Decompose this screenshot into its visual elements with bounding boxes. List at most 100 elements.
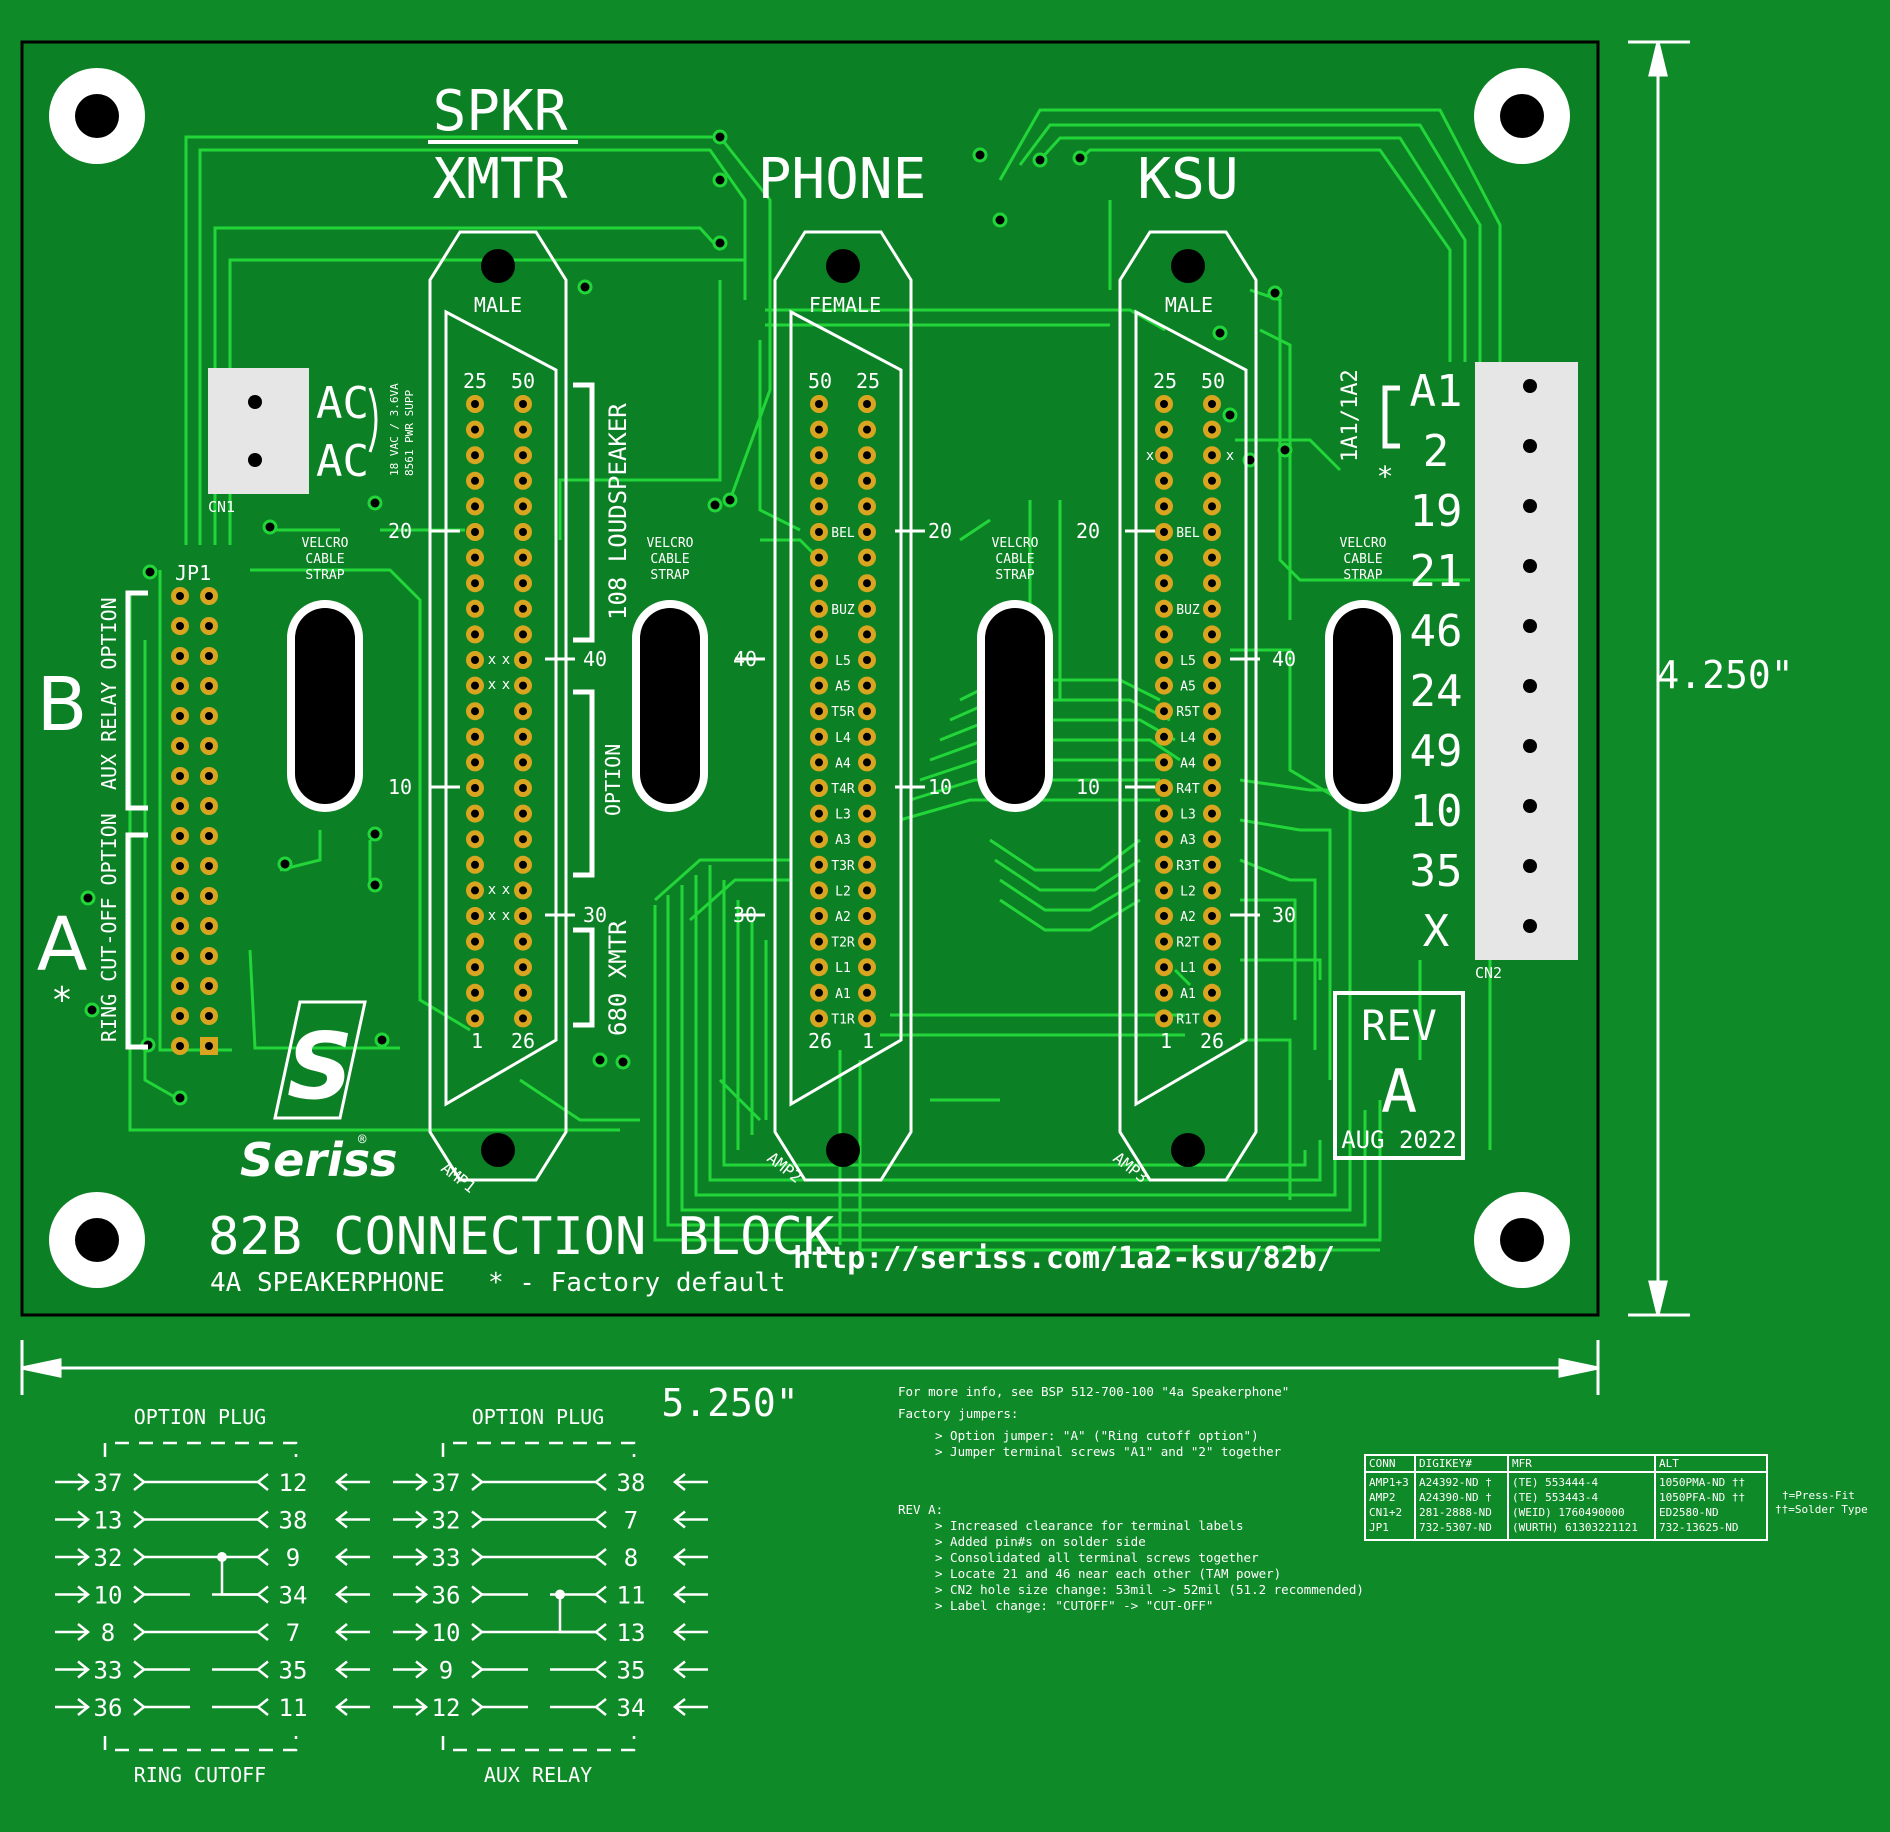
velcro-label: VELCRO bbox=[302, 536, 349, 551]
amp3-pin-40: 40 bbox=[1272, 647, 1296, 671]
table-cell: AMP2 bbox=[1369, 1491, 1396, 1504]
rev-box bbox=[1333, 991, 1465, 1160]
cn1-block bbox=[208, 368, 309, 494]
signal-label: A5 bbox=[835, 680, 851, 695]
signal-label: T1R bbox=[831, 1012, 855, 1027]
cn2-terminal-label: 21 bbox=[1410, 546, 1463, 597]
amp3-pin-20: 20 bbox=[1076, 519, 1100, 543]
note-line: > Consolidated all terminal screws toget… bbox=[935, 1550, 1259, 1565]
cn2-terminal-label: 49 bbox=[1410, 726, 1463, 777]
signal-label: T2R bbox=[831, 936, 855, 951]
amp2-pin-26: 26 bbox=[808, 1029, 832, 1053]
connectors bbox=[428, 230, 1258, 1182]
plug-pin-left: 33 bbox=[432, 1544, 461, 1572]
signal-label: BUZ bbox=[1176, 603, 1200, 618]
rev-label: REV bbox=[1361, 1001, 1437, 1050]
spkr-label: SPKR bbox=[433, 79, 568, 144]
mounting-holes bbox=[49, 68, 1570, 1288]
amp2-pin-1: 1 bbox=[862, 1029, 874, 1053]
rev-date: AUG 2022 bbox=[1341, 1126, 1457, 1154]
amp2-pin-30: 30 bbox=[733, 903, 757, 927]
option-bracket bbox=[573, 689, 595, 878]
svg-text:x: x bbox=[502, 908, 510, 924]
cn2-terminal-label: A1 bbox=[1410, 366, 1463, 417]
ac-label-1: AC bbox=[316, 378, 369, 429]
plug-pin-left: 12 bbox=[432, 1694, 461, 1722]
table-cell: 281-2888-ND bbox=[1419, 1506, 1492, 1519]
plug-pin-right: 9 bbox=[286, 1544, 300, 1572]
cn2-terminal-label: 19 bbox=[1410, 486, 1463, 537]
plug-pin-right: 38 bbox=[279, 1507, 308, 1535]
xmtr680-label: 680 XMTR bbox=[604, 920, 632, 1036]
velcro-label: STRAP bbox=[995, 568, 1034, 583]
rev-letter: A bbox=[1381, 1057, 1417, 1127]
note-line: > Option jumper: "A" ("Ring cutoff optio… bbox=[935, 1428, 1259, 1443]
table-header: DIGIKEY# bbox=[1419, 1457, 1472, 1470]
phone-label: PHONE bbox=[758, 147, 927, 212]
jp1-label: JP1 bbox=[175, 561, 211, 585]
table-cell: 1050PMA-ND †† bbox=[1659, 1476, 1745, 1489]
cn1-label: CN1 bbox=[208, 498, 235, 516]
plug-pin-right: 38 bbox=[617, 1469, 646, 1497]
plug-pin-left: 9 bbox=[439, 1657, 453, 1685]
note-line: > Jumper terminal screws "A1" and "2" to… bbox=[935, 1444, 1282, 1459]
table-cell: (WEID) 1760490000 bbox=[1512, 1506, 1625, 1519]
board-subtitle: 4A SPEAKERPHONE bbox=[210, 1268, 445, 1298]
svg-text:x: x bbox=[502, 882, 510, 898]
plug-pin-right: 35 bbox=[617, 1657, 646, 1685]
svg-text:x: x bbox=[488, 882, 496, 898]
svg-text:x: x bbox=[502, 652, 510, 668]
amp1-pin-40: 40 bbox=[583, 647, 607, 671]
option-a-default-star: * bbox=[51, 980, 73, 1021]
notes: For more info, see BSP 512-700-100 "4a S… bbox=[898, 1384, 1364, 1613]
table-cell: (TE) 553444-4 bbox=[1512, 1476, 1598, 1489]
velcro-label: CABLE bbox=[305, 552, 344, 567]
amp3-pin-1: 1 bbox=[1160, 1029, 1172, 1053]
signal-label: BEL bbox=[1176, 526, 1200, 541]
a1-group-label: 1A1/1A2 bbox=[1338, 369, 1363, 462]
velcro-label: CABLE bbox=[1343, 552, 1382, 567]
amp3-pin-30: 30 bbox=[1272, 903, 1296, 927]
note-line: > Added pin#s on solder side bbox=[935, 1534, 1146, 1549]
table-cell: (TE) 553443-4 bbox=[1512, 1491, 1598, 1504]
ac-note-2: 8561 PWR SUPP bbox=[403, 390, 416, 476]
signal-label: R4T bbox=[1176, 782, 1200, 797]
brand-mark: ® bbox=[358, 1132, 367, 1148]
plug-pin-right: 13 bbox=[617, 1619, 646, 1647]
board-title: 82B CONNECTION BLOCK bbox=[208, 1207, 835, 1267]
note-line: > Increased clearance for terminal label… bbox=[935, 1518, 1244, 1533]
plug-pin-right: 34 bbox=[279, 1582, 308, 1610]
plug-pin-left: 32 bbox=[432, 1507, 461, 1535]
signal-label: T4R bbox=[831, 782, 855, 797]
velcro-label: STRAP bbox=[305, 568, 344, 583]
signal-label: L2 bbox=[1180, 884, 1196, 899]
signal-label: A4 bbox=[835, 756, 851, 771]
option-label: OPTION bbox=[601, 744, 625, 816]
signal-label: A1 bbox=[1180, 987, 1196, 1002]
amp3-gender-label: MALE bbox=[1165, 293, 1213, 317]
plug-pin-right: 11 bbox=[617, 1582, 646, 1610]
xmtr-label: XMTR bbox=[433, 147, 568, 212]
signal-label: BUZ bbox=[831, 603, 855, 618]
cn2-terminal-label: 2 bbox=[1423, 426, 1450, 477]
signal-label: T3R bbox=[831, 859, 855, 874]
signal-label: L3 bbox=[835, 808, 851, 823]
amp2-gender-label: FEMALE bbox=[809, 293, 881, 317]
table-cell: 732-5307-ND bbox=[1419, 1521, 1492, 1534]
table-cell: 1050PFA-ND †† bbox=[1659, 1491, 1745, 1504]
signal-label: L4 bbox=[835, 731, 851, 746]
amp1-pin-25: 25 bbox=[463, 369, 487, 393]
signal-label: L3 bbox=[1180, 808, 1196, 823]
svg-text:x: x bbox=[488, 652, 496, 668]
amp3-pin-10: 10 bbox=[1076, 775, 1100, 799]
plug-pin-left: 36 bbox=[432, 1582, 461, 1610]
amp1-pin-1: 1 bbox=[471, 1029, 483, 1053]
note-line: > Label change: "CUTOFF" -> "CUT-OFF" bbox=[935, 1598, 1213, 1613]
option-a-label: A bbox=[37, 902, 88, 988]
plug-pin-right: 7 bbox=[286, 1619, 300, 1647]
signal-label: R2T bbox=[1176, 936, 1200, 951]
